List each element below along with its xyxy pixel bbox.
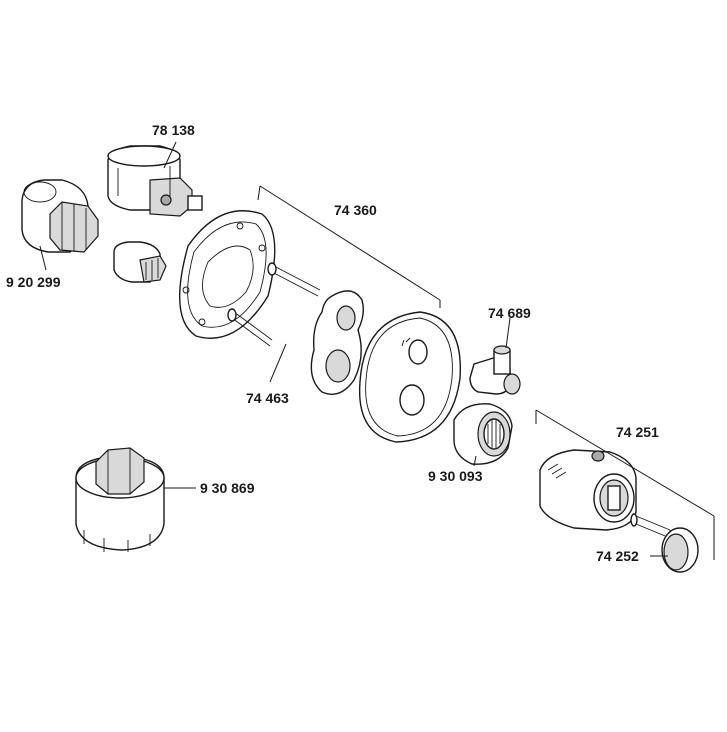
- part-number-78138: 78 138: [152, 122, 195, 138]
- screws-part: [227, 262, 321, 347]
- part-number-74689: 74 689: [488, 305, 531, 321]
- part-number-74360: 74 360: [334, 202, 377, 218]
- cap-part: [661, 527, 699, 573]
- handle-part: [539, 449, 637, 531]
- sleeve-ring-part: [453, 403, 513, 465]
- socket-tool-part: [75, 447, 165, 552]
- part-number-930093: 9 30 093: [428, 468, 483, 484]
- cover-plate-part: [358, 311, 462, 443]
- backing-plate-part: [179, 210, 276, 339]
- part-number-920299: 9 20 299: [6, 274, 61, 290]
- spindle-adapter-part: [113, 241, 167, 283]
- part-number-930869: 9 30 869: [200, 480, 255, 496]
- part-number-74251: 74 251: [616, 424, 659, 440]
- socket-wrench-part: [21, 179, 99, 253]
- gasket-part: [310, 290, 365, 395]
- part-number-74252: 74 252: [596, 548, 639, 564]
- diverter-lever-part: [469, 345, 521, 395]
- cartridge-part: [107, 145, 203, 217]
- part-number-74463: 74 463: [246, 390, 289, 406]
- handle-screw-part: [630, 513, 671, 539]
- leader-lines: [39, 141, 715, 560]
